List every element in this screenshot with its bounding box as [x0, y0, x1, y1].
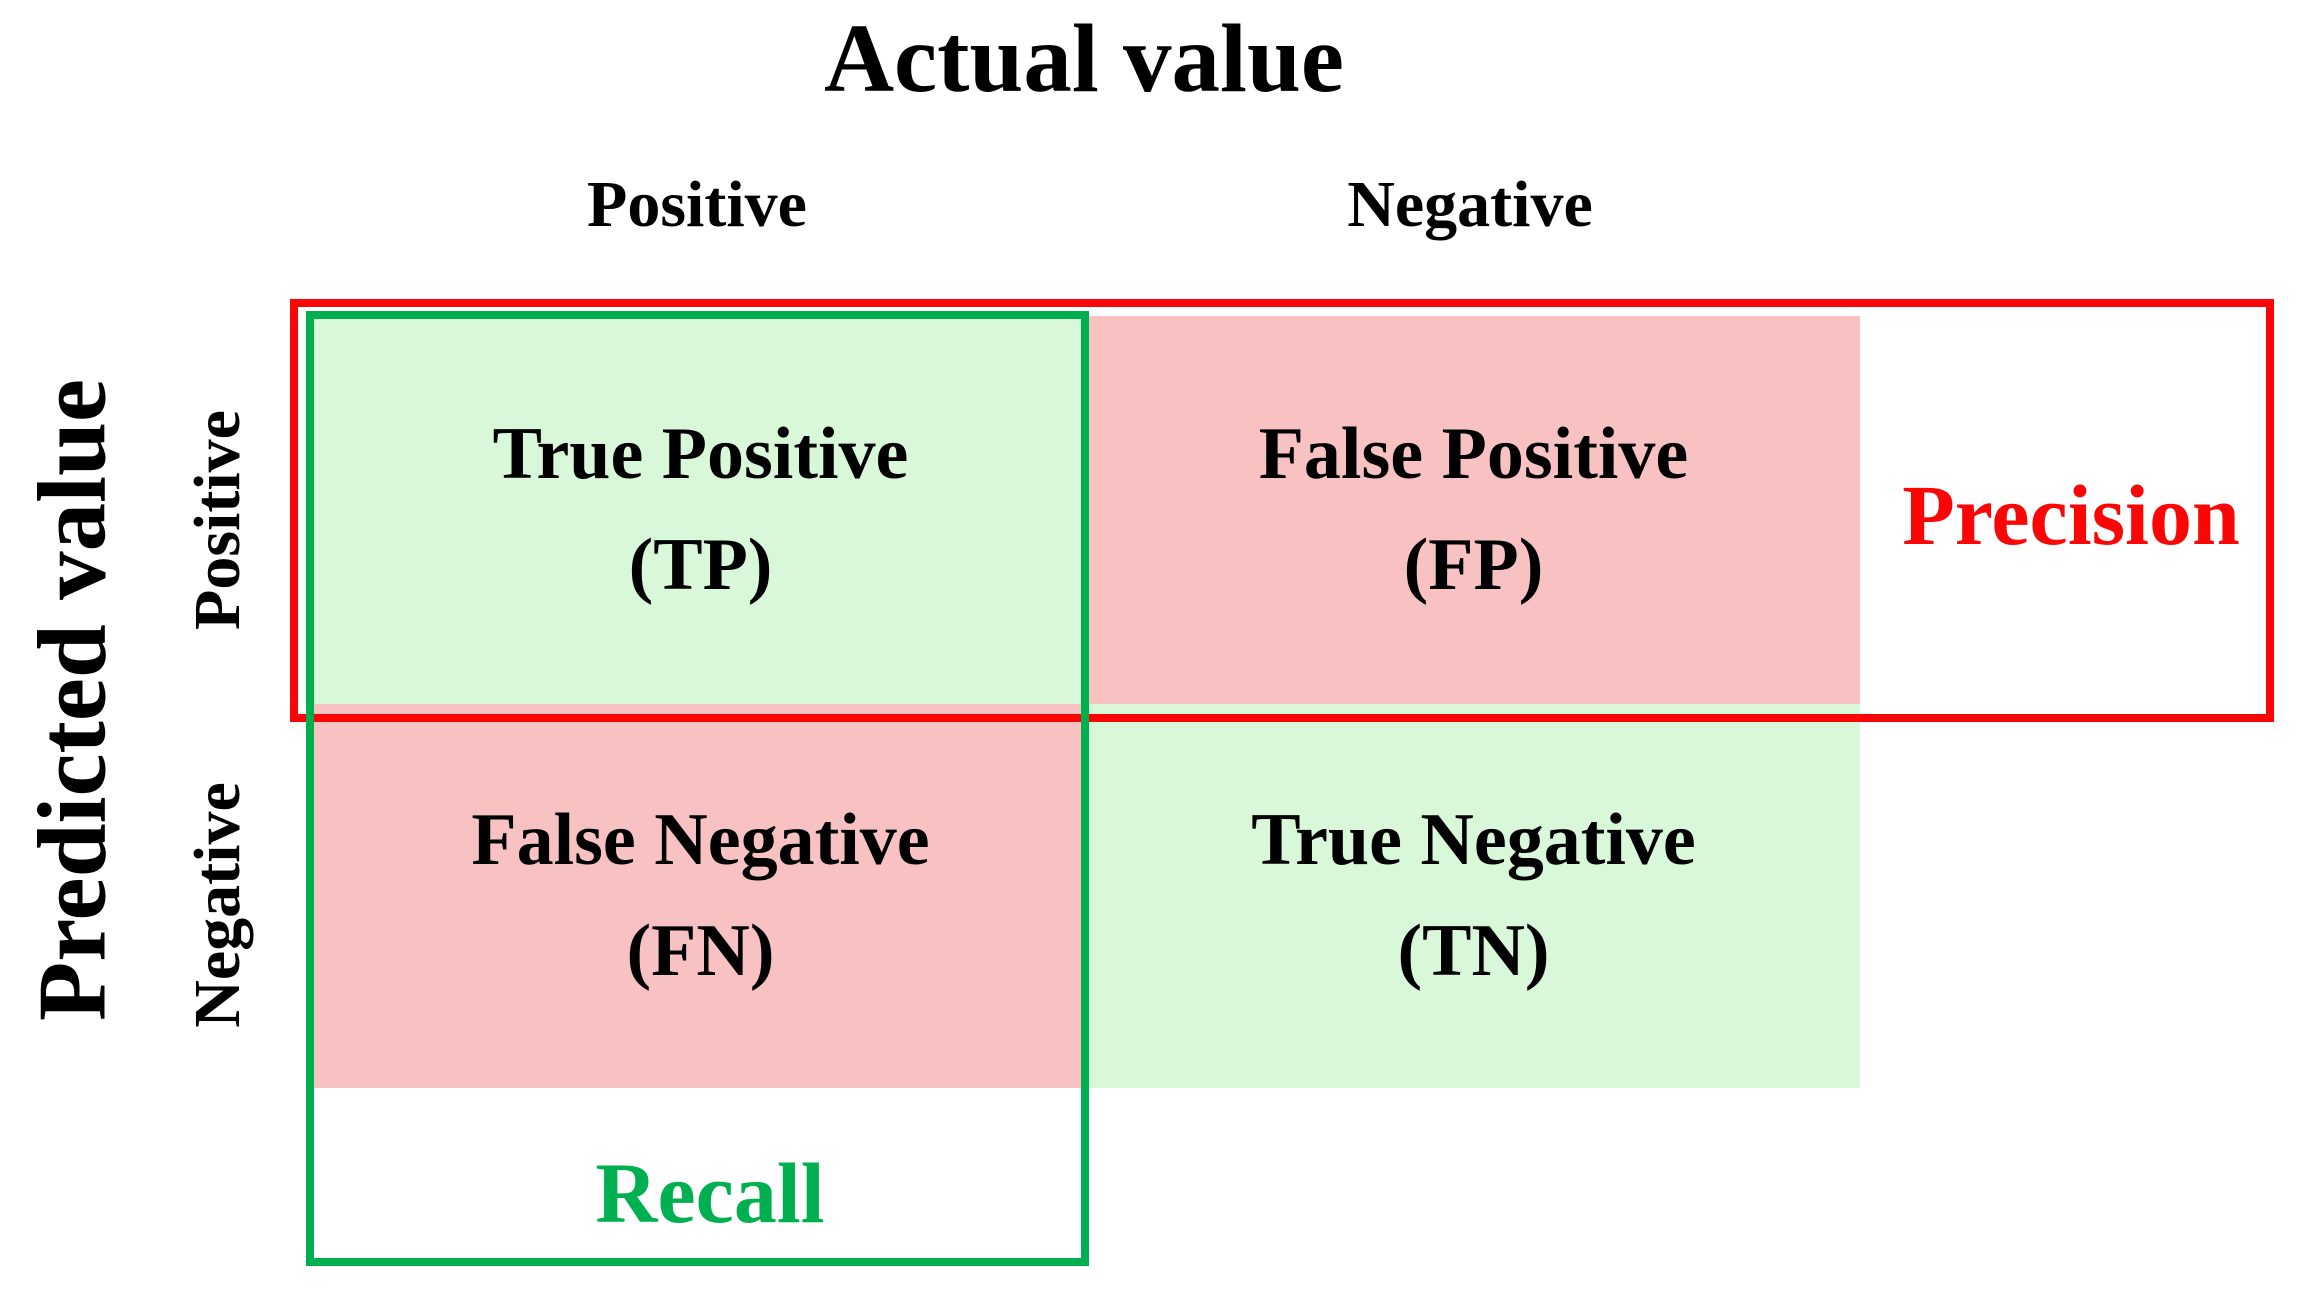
cell-true-negative-abbr: (TN)	[1397, 910, 1550, 992]
row-header-negative: Negative	[181, 782, 254, 1028]
cell-true-positive: True Positive (TP)	[314, 316, 1087, 704]
precision-label: Precision	[1902, 467, 2240, 563]
column-header-negative: Negative	[1347, 168, 1593, 241]
cell-false-positive-abbr: (FP)	[1403, 524, 1544, 606]
cell-true-negative: True Negative (TN)	[1087, 704, 1860, 1088]
column-header-positive: Positive	[587, 168, 807, 241]
recall-outline-box	[306, 311, 1089, 1266]
predicted-axis-title: Predicted value	[18, 378, 126, 1022]
cell-false-positive: False Positive (FP)	[1087, 316, 1860, 704]
cell-true-positive-abbr: (TP)	[628, 524, 773, 606]
recall-label: Recall	[595, 1145, 825, 1241]
cell-true-negative-label: True Negative	[1251, 799, 1696, 881]
cell-false-negative: False Negative (FN)	[314, 704, 1087, 1088]
cell-false-negative-abbr: (FN)	[626, 910, 775, 992]
cell-false-positive-label: False Positive	[1258, 413, 1689, 495]
row-header-positive: Positive	[181, 410, 254, 630]
cell-false-negative-label: False Negative	[471, 799, 930, 881]
precision-outline-box	[290, 299, 2274, 722]
actual-axis-title: Actual value	[823, 5, 1344, 112]
cell-true-positive-label: True Positive	[492, 413, 909, 495]
